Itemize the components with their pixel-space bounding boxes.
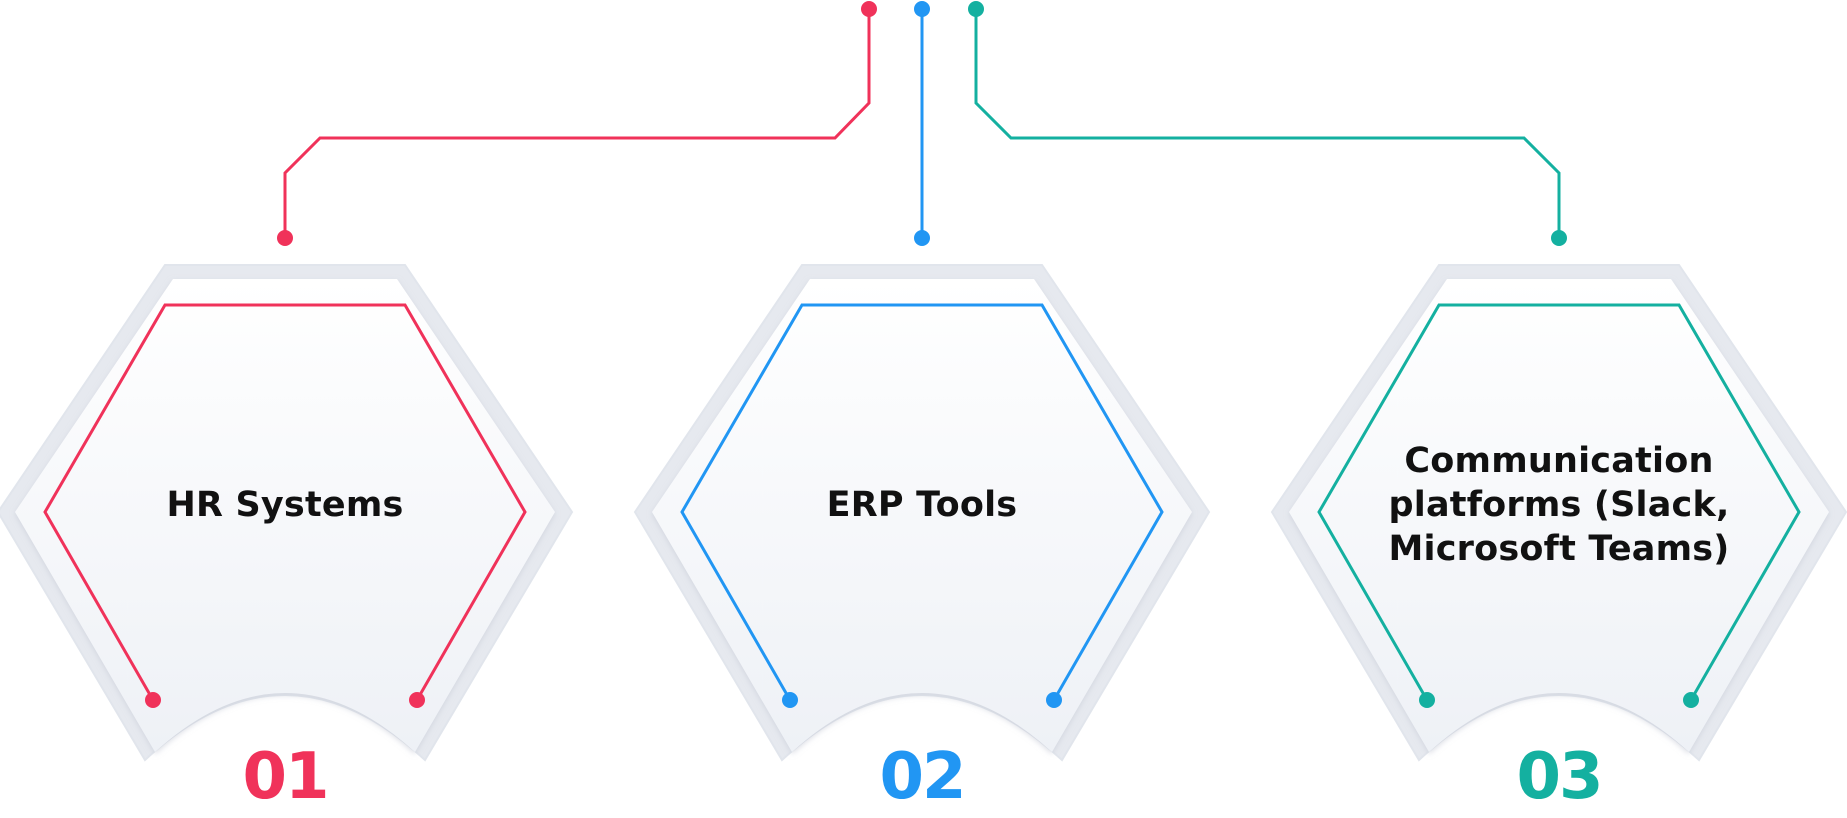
hexagon-body — [15, 279, 555, 752]
step-number-01: 01 — [242, 740, 329, 814]
step-number-02: 02 — [879, 740, 966, 814]
outline-end-dot-right — [409, 692, 425, 708]
connector-dot-top-01 — [861, 1, 877, 17]
item-label-line: platforms (Slack, — [1388, 485, 1730, 525]
item-label-line: HR Systems — [166, 485, 404, 525]
item-label-erp-tools: ERP Tools — [732, 483, 1112, 527]
item-label-line: Microsoft Teams) — [1388, 529, 1730, 569]
item-label-hr-systems: HR Systems — [95, 483, 475, 527]
hexagon-outline — [680, 303, 1164, 701]
step-number-03: 03 — [1516, 740, 1603, 814]
connector-dot-top-02 — [914, 1, 930, 17]
connector-line-01 — [283, 9, 871, 238]
hexagon-body — [652, 279, 1192, 752]
item-label-line: Communication — [1404, 441, 1714, 481]
outline-end-dot-left — [1419, 692, 1435, 708]
hexagon-item-3 — [1270, 264, 1847, 762]
hexagon-body — [1289, 279, 1829, 752]
connector-line-03 — [974, 9, 1561, 238]
outline-end-dot-left — [782, 692, 798, 708]
connector-dot-bottom-03 — [1551, 230, 1567, 246]
item-label-line: ERP Tools — [826, 485, 1018, 525]
outline-end-dot-left — [145, 692, 161, 708]
connector-dot-top-03 — [968, 1, 984, 17]
outline-end-dot-right — [1046, 692, 1062, 708]
outline-end-dot-right — [1683, 692, 1699, 708]
hexagon-outline — [1317, 303, 1801, 701]
hexagon-item-1 — [0, 264, 574, 762]
connector-dot-bottom-02 — [914, 230, 930, 246]
connector-lines — [277, 1, 1567, 246]
hexagon-item-2 — [633, 264, 1211, 762]
connector-dot-bottom-01 — [277, 230, 293, 246]
hexagon-outline — [43, 303, 527, 701]
hexagon-group — [0, 264, 1847, 762]
